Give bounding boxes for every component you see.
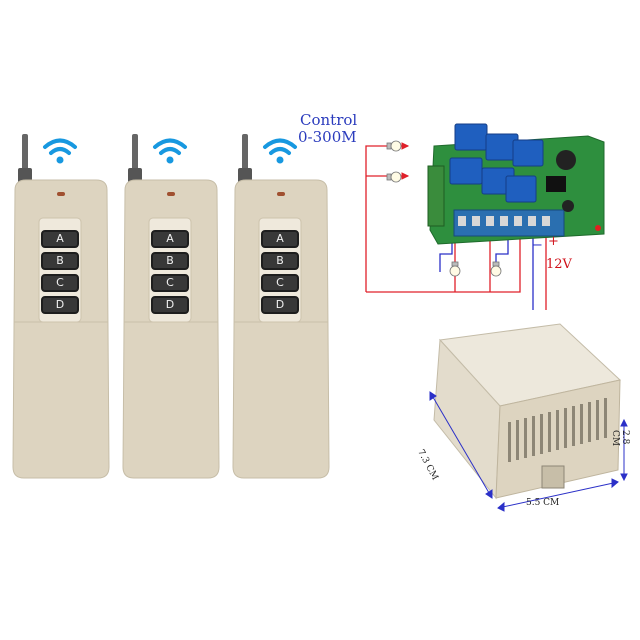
wifi-signal-icon — [153, 138, 187, 164]
remote-button-a[interactable]: A — [151, 230, 189, 248]
remote-button-c[interactable]: C — [151, 274, 189, 292]
control-range-caption: Control 0-300M — [298, 112, 357, 146]
wiring-diagram — [365, 123, 605, 310]
remote-button-b[interactable]: B — [41, 252, 79, 270]
button-column: A B C D — [41, 230, 79, 318]
caption-line-2: 0-300M — [298, 128, 357, 146]
remote-button-b[interactable]: B — [261, 252, 299, 270]
led-indicator — [57, 192, 65, 196]
remote-button-d[interactable]: D — [41, 296, 79, 314]
remote-control-3: A B C D — [232, 132, 330, 482]
receiver-enclosure — [429, 323, 628, 512]
dimension-height: 2.8 CM — [610, 430, 630, 447]
vent-slots — [508, 398, 607, 462]
remote-button-d[interactable]: D — [261, 296, 299, 314]
relay-board — [427, 123, 605, 245]
wifi-signal-icon — [263, 138, 297, 164]
wifi-signal-icon — [43, 138, 77, 164]
remote-button-c[interactable]: C — [261, 274, 299, 292]
remote-button-a[interactable]: A — [261, 230, 299, 248]
remote-button-a[interactable]: A — [41, 230, 79, 248]
minus-label: − — [532, 238, 543, 253]
relay-module — [449, 123, 544, 203]
remote-button-b[interactable]: B — [151, 252, 189, 270]
remote-button-c[interactable]: C — [41, 274, 79, 292]
plus-label: + — [548, 234, 559, 249]
capacitor — [556, 150, 576, 170]
dimension-width: 5.5 CM — [526, 498, 560, 508]
led-indicator — [167, 192, 175, 196]
led-indicator — [277, 192, 285, 196]
lamp-icon — [386, 140, 502, 277]
button-column: A B C D — [151, 230, 189, 318]
voltage-label: 12V — [546, 257, 572, 272]
remote-control-1: A B C D — [12, 132, 110, 482]
button-column: A B C D — [261, 230, 299, 318]
remote-button-d[interactable]: D — [151, 296, 189, 314]
remote-control-2: A B C D — [122, 132, 220, 482]
caption-line-1: Control — [300, 111, 358, 129]
